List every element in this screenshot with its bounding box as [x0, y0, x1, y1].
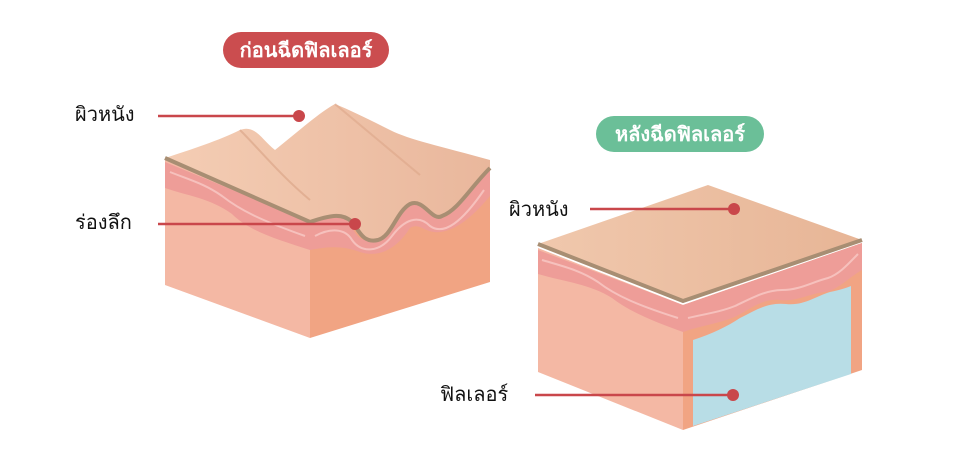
before-wrinkle-label: ร่องลึก — [75, 210, 132, 234]
leader-dot-after-filler — [727, 389, 739, 401]
before-filler-badge: ก่อนฉีดฟิลเลอร์ — [223, 32, 389, 68]
leader-dot-before-wrinkle — [349, 218, 361, 230]
after-epidermis-top — [538, 185, 862, 301]
leader-lines — [158, 110, 740, 401]
before-skin-label: ผิวหนัง — [75, 102, 135, 126]
after-filler-badge: หลังฉีดฟิลเลอร์ — [596, 116, 764, 152]
leader-dot-before-skin — [293, 110, 305, 122]
after-dermis-right — [683, 243, 862, 332]
before-skin-block — [164, 103, 492, 338]
after-skin-block — [537, 185, 863, 430]
before-epidermis-top — [165, 104, 490, 241]
before-left-face — [165, 160, 310, 338]
leader-dot-after-skin — [728, 203, 740, 215]
after-skin-label: ผิวหนัง — [509, 197, 569, 221]
after-filler-label: ฟิลเลอร์ — [440, 382, 509, 406]
